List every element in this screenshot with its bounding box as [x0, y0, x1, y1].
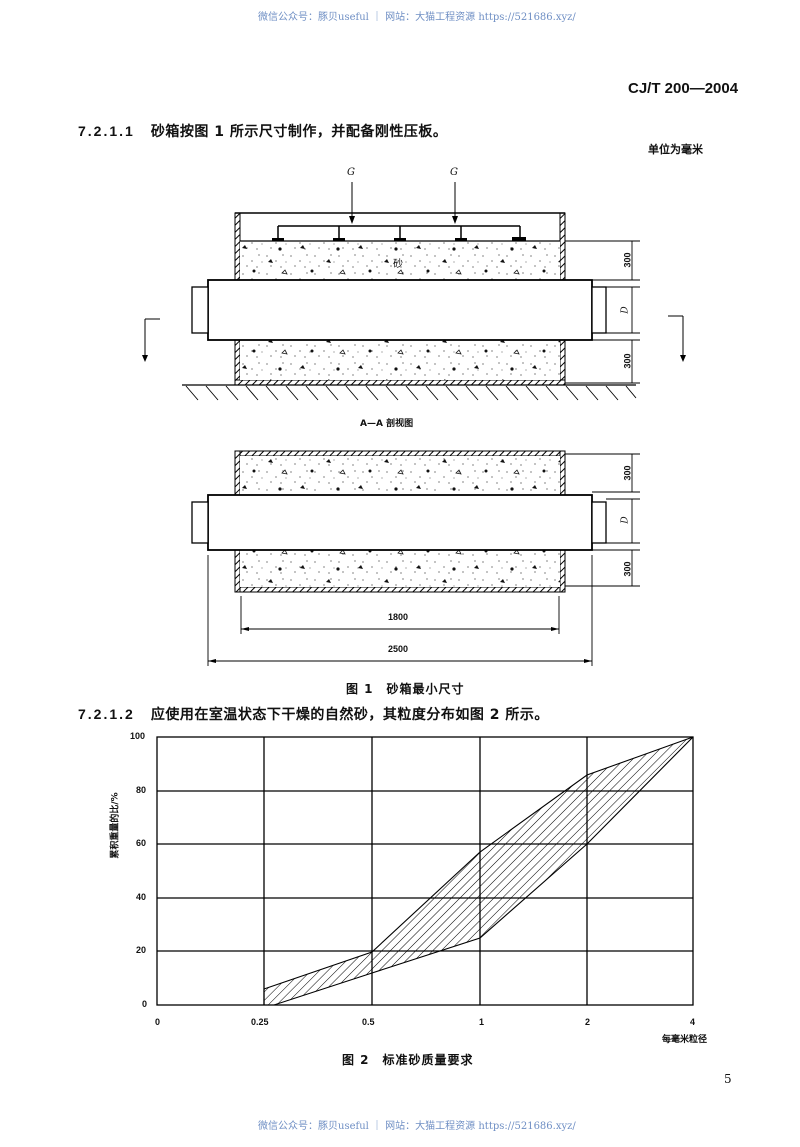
x-tick-0: 0	[155, 1017, 161, 1027]
x-tick-4: 4	[690, 1017, 696, 1027]
section-marker-right	[668, 315, 684, 360]
unit-note: 单位为毫米	[648, 143, 703, 156]
y-tick-40: 40	[136, 892, 147, 902]
y-axis-label: 累积重量的比/%	[110, 792, 121, 859]
y-tick-100: 100	[130, 731, 146, 741]
x-tick-1: 1	[479, 1017, 485, 1027]
y-tick-0: 0	[142, 999, 148, 1009]
dim-top-sand: 300	[622, 252, 633, 268]
chart-grid	[156, 736, 694, 1006]
load-label-g-right: G	[450, 167, 458, 178]
section-a-a-view	[142, 182, 686, 401]
dim-pipe-diameter-plan: D	[620, 516, 631, 524]
figure-2-caption: 图 2 标准砂质量要求	[342, 1053, 474, 1067]
y-tick-60: 60	[136, 838, 147, 848]
plan-view	[191, 450, 640, 666]
dim-top-sand-plan: 300	[622, 465, 633, 481]
dim-bottom-sand-plan: 300	[622, 561, 633, 577]
dim-pipe-diameter: D	[620, 306, 631, 314]
x-tick-0-5: 0.5	[362, 1017, 375, 1027]
y-tick-80: 80	[136, 785, 147, 795]
x-tick-0-25: 0.25	[251, 1017, 269, 1027]
section-marker-left	[144, 318, 160, 360]
standard-code: CJ/T 200—2004	[628, 80, 739, 97]
watermark-top: 微信公众号：豚贝useful ｜ 网站：大猫工程资源 https://52168…	[258, 12, 576, 23]
clause-text: 砂箱按图 1 所示尺寸制作，并配备刚性压板。	[150, 124, 448, 140]
clause-7-2-1-2: 7.2.1.2 应使用在室温状态下干燥的自然砂，其粒度分布如图 2 所示。	[78, 704, 549, 724]
clause-text: 应使用在室温状态下干燥的自然砂，其粒度分布如图 2 所示。	[150, 707, 549, 723]
figure-1-caption: 图 1 砂箱最小尺寸	[346, 682, 465, 696]
sandbox-diagram	[142, 182, 686, 666]
grading-envelope	[263, 736, 694, 1006]
figure-2-chart: 100 80 60 40 20 0 累积重量的比/% 0 0.25 0.5 1 …	[0, 725, 800, 1065]
dim-total-length: 2500	[388, 644, 409, 654]
clause-7-2-1-1: 7.2.1.1 砂箱按图 1 所示尺寸制作，并配备刚性压板。	[78, 121, 447, 141]
x-tick-2: 2	[585, 1017, 591, 1027]
page-number: 5	[724, 1072, 732, 1086]
y-tick-20: 20	[136, 945, 147, 955]
clause-number: 7.2.1.2	[78, 706, 135, 722]
watermark-bottom: 微信公众号：豚贝useful ｜ 网站：大猫工程资源 https://52168…	[258, 1121, 576, 1132]
dim-bottom-sand: 300	[622, 353, 633, 369]
grading-curve-chart	[156, 736, 694, 1006]
clause-number: 7.2.1.1	[78, 123, 135, 139]
sand-label: 砂	[393, 259, 403, 270]
load-arrows	[349, 182, 458, 224]
figure-1: G G 砂 300 D 300 A—A 剖视图 300 D 300 1800 2…	[0, 160, 800, 700]
rigid-pressure-plate	[272, 225, 526, 241]
dim-inner-length: 1800	[388, 612, 409, 622]
load-label-g-left: G	[347, 167, 355, 178]
section-caption: A—A 剖视图	[360, 419, 414, 429]
x-axis-label: 每毫米粒径	[662, 1035, 708, 1045]
